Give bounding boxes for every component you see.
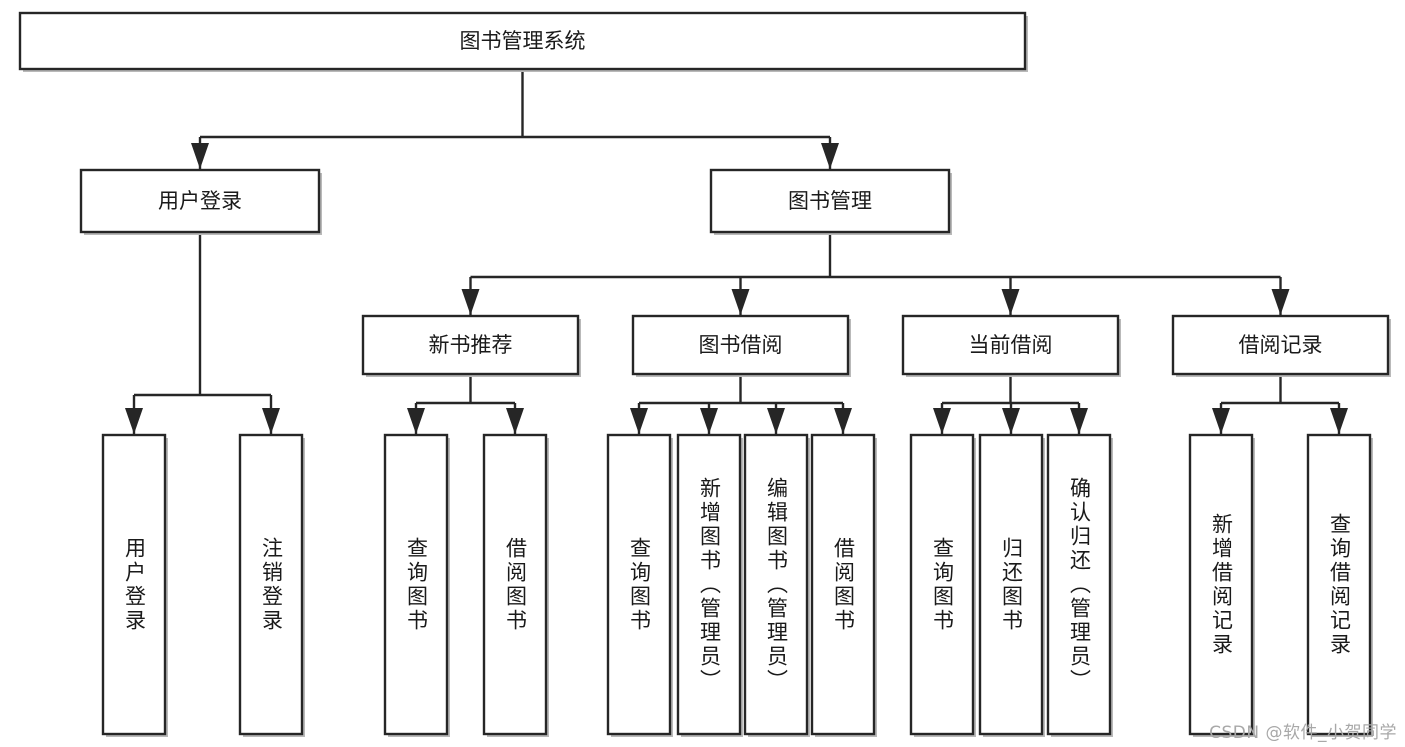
node-rect — [79, 168, 321, 234]
arrow-leaf-confirm-return — [1070, 408, 1088, 434]
arrow-new-book-rec — [461, 289, 480, 315]
node-leaf-add-record[interactable] — [1188, 433, 1255, 737]
node-label: 当前借阅 — [969, 333, 1053, 357]
node-user-login[interactable]: 用户登录 — [79, 168, 322, 235]
connector-layer — [125, 69, 1348, 434]
node-book-manage[interactable]: 图书管理 — [709, 168, 952, 235]
node-leaf-confirm-return[interactable] — [1046, 433, 1113, 737]
node-leaf-query-book-3[interactable] — [909, 433, 976, 737]
arrow-leaf-borrow-book-1 — [506, 408, 524, 434]
node-label: 借阅记录 — [1239, 333, 1323, 357]
node-new-book-rec[interactable]: 新书推荐 — [361, 314, 581, 377]
node-root[interactable]: 图书管理系统 — [18, 11, 1028, 72]
arrow-borrow-record — [1271, 289, 1290, 315]
node-current-borrow[interactable]: 当前借阅 — [901, 314, 1121, 377]
node-rect — [1306, 433, 1372, 736]
node-rect — [709, 168, 951, 234]
node-rect — [743, 433, 809, 736]
arrow-leaf-return-book — [1002, 408, 1020, 434]
arrow-book-borrow — [731, 289, 750, 315]
arrow-leaf-query-book-3 — [933, 408, 951, 434]
node-rect — [18, 11, 1027, 71]
node-rect — [1046, 433, 1112, 736]
node-borrow-record[interactable]: 借阅记录 — [1171, 314, 1391, 377]
arrow-book-manage — [821, 143, 839, 169]
node-rect — [631, 314, 850, 376]
arrow-current-borrow — [1001, 289, 1020, 315]
node-rect — [361, 314, 580, 376]
node-leaf-return-book[interactable] — [978, 433, 1045, 737]
node-rect — [101, 433, 167, 736]
node-leaf-query-book-1[interactable] — [383, 433, 450, 737]
arrow-leaf-query-record — [1330, 408, 1348, 434]
node-rect — [978, 433, 1044, 736]
node-rect — [909, 433, 975, 736]
node-rect — [901, 314, 1120, 376]
node-rect — [1171, 314, 1390, 376]
arrow-leaf-add-record — [1212, 408, 1230, 434]
node-rect — [606, 433, 672, 736]
arrow-user-login — [191, 143, 209, 169]
node-rect — [810, 433, 876, 736]
node-leaf-borrow-book-1[interactable] — [482, 433, 549, 737]
node-book-borrow[interactable]: 图书借阅 — [631, 314, 851, 377]
watermark-text: CSDN @软件_小贺同学 — [1209, 723, 1397, 743]
node-leaf-user-login[interactable] — [101, 433, 168, 737]
node-rect — [676, 433, 742, 736]
node-leaf-add-book[interactable] — [676, 433, 743, 737]
arrow-leaf-borrow-book-2 — [834, 408, 852, 434]
arrow-leaf-logout — [262, 408, 280, 434]
node-leaf-query-book-2[interactable] — [606, 433, 673, 737]
node-leaf-query-record[interactable] — [1306, 433, 1373, 737]
arrow-leaf-user-login — [125, 408, 143, 434]
node-label: 新书推荐 — [429, 333, 513, 357]
node-leaf-edit-book[interactable] — [743, 433, 810, 737]
arrow-leaf-edit-book — [767, 408, 785, 434]
node-rect — [482, 433, 548, 736]
node-leaf-borrow-book-2[interactable] — [810, 433, 877, 737]
arrow-leaf-add-book — [700, 408, 718, 434]
node-rect — [238, 433, 304, 736]
node-label: 图书借阅 — [699, 333, 783, 357]
arrow-leaf-query-book-1 — [407, 408, 425, 434]
arrow-leaf-query-book-2 — [630, 408, 648, 434]
node-rect — [383, 433, 449, 736]
node-rect — [1188, 433, 1254, 736]
node-label: 图书管理系统 — [460, 29, 586, 53]
node-label: 图书管理 — [788, 189, 872, 213]
node-label: 用户登录 — [158, 189, 242, 213]
node-leaf-logout[interactable] — [238, 433, 305, 737]
